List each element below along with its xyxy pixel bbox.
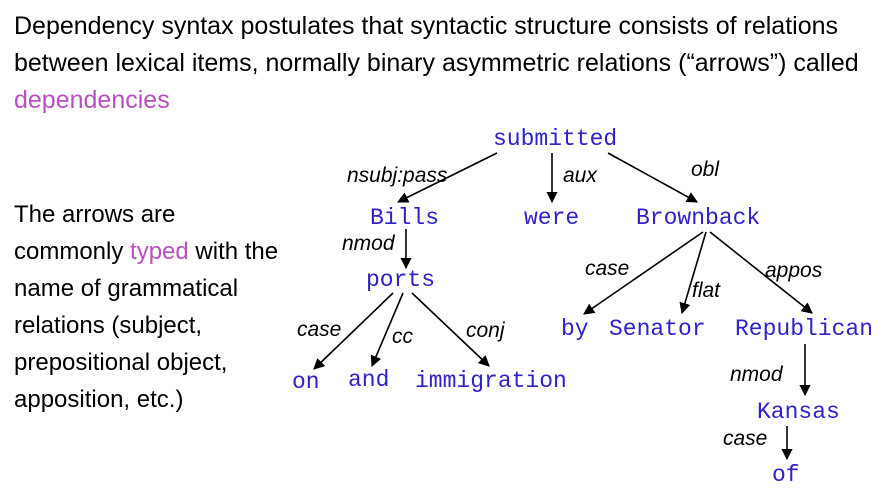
arc-brownback-by xyxy=(583,231,704,315)
label-appos: appos xyxy=(765,259,823,282)
label-conj: conj xyxy=(466,319,506,342)
relation-labels: nsubj:pass aux obl nmod case cc conj cas… xyxy=(297,158,823,450)
word-submitted: submitted xyxy=(493,126,617,152)
intro-paragraph: Dependency syntax postulates that syntac… xyxy=(14,8,874,119)
label-nmod-bills: nmod xyxy=(342,232,396,255)
arc-brownback-senator xyxy=(679,231,707,315)
dependency-arcs xyxy=(313,152,813,461)
word-of: of xyxy=(772,462,800,488)
label-case-kansas: case xyxy=(723,427,767,450)
label-flat: flat xyxy=(692,279,721,302)
arc-ports-and xyxy=(370,292,404,368)
arc-submitted-brownback xyxy=(607,152,698,203)
word-kansas: Kansas xyxy=(757,399,840,425)
word-senator: Senator xyxy=(609,316,706,342)
label-cc: cc xyxy=(392,325,414,348)
arc-submitted-bills xyxy=(396,152,498,203)
label-nmod-republican: nmod xyxy=(730,363,784,386)
arc-brownback-republican xyxy=(709,231,813,314)
word-bills: Bills xyxy=(370,205,439,231)
side-text-2: with the name of grammatical relations (… xyxy=(14,238,279,413)
word-on: on xyxy=(292,369,320,395)
word-immigration: immigration xyxy=(415,368,567,394)
arc-ports-immigration xyxy=(411,292,490,367)
label-case-brownback: case xyxy=(585,257,629,280)
word-brownback: Brownback xyxy=(636,205,760,231)
word-were: were xyxy=(524,205,579,231)
side-paragraph: The arrows are commonly typed with the n… xyxy=(14,196,289,418)
word-ports: ports xyxy=(366,267,435,293)
word-republican: Republican xyxy=(735,316,873,342)
label-nsubj-pass: nsubj:pass xyxy=(347,164,448,187)
word-and: and xyxy=(348,367,389,393)
label-aux: aux xyxy=(563,164,598,187)
label-obl: obl xyxy=(691,158,720,181)
intro-highlight-term: dependencies xyxy=(14,86,170,114)
arc-ports-on xyxy=(313,292,394,370)
side-highlight-term: typed xyxy=(130,238,189,265)
label-case-ports: case xyxy=(297,318,341,341)
word-by: by xyxy=(561,316,589,342)
tree-words: submitted Bills were Brownback ports on … xyxy=(292,126,873,488)
intro-text: Dependency syntax postulates that syntac… xyxy=(14,12,859,77)
side-text-1: The arrows are commonly xyxy=(14,201,176,265)
